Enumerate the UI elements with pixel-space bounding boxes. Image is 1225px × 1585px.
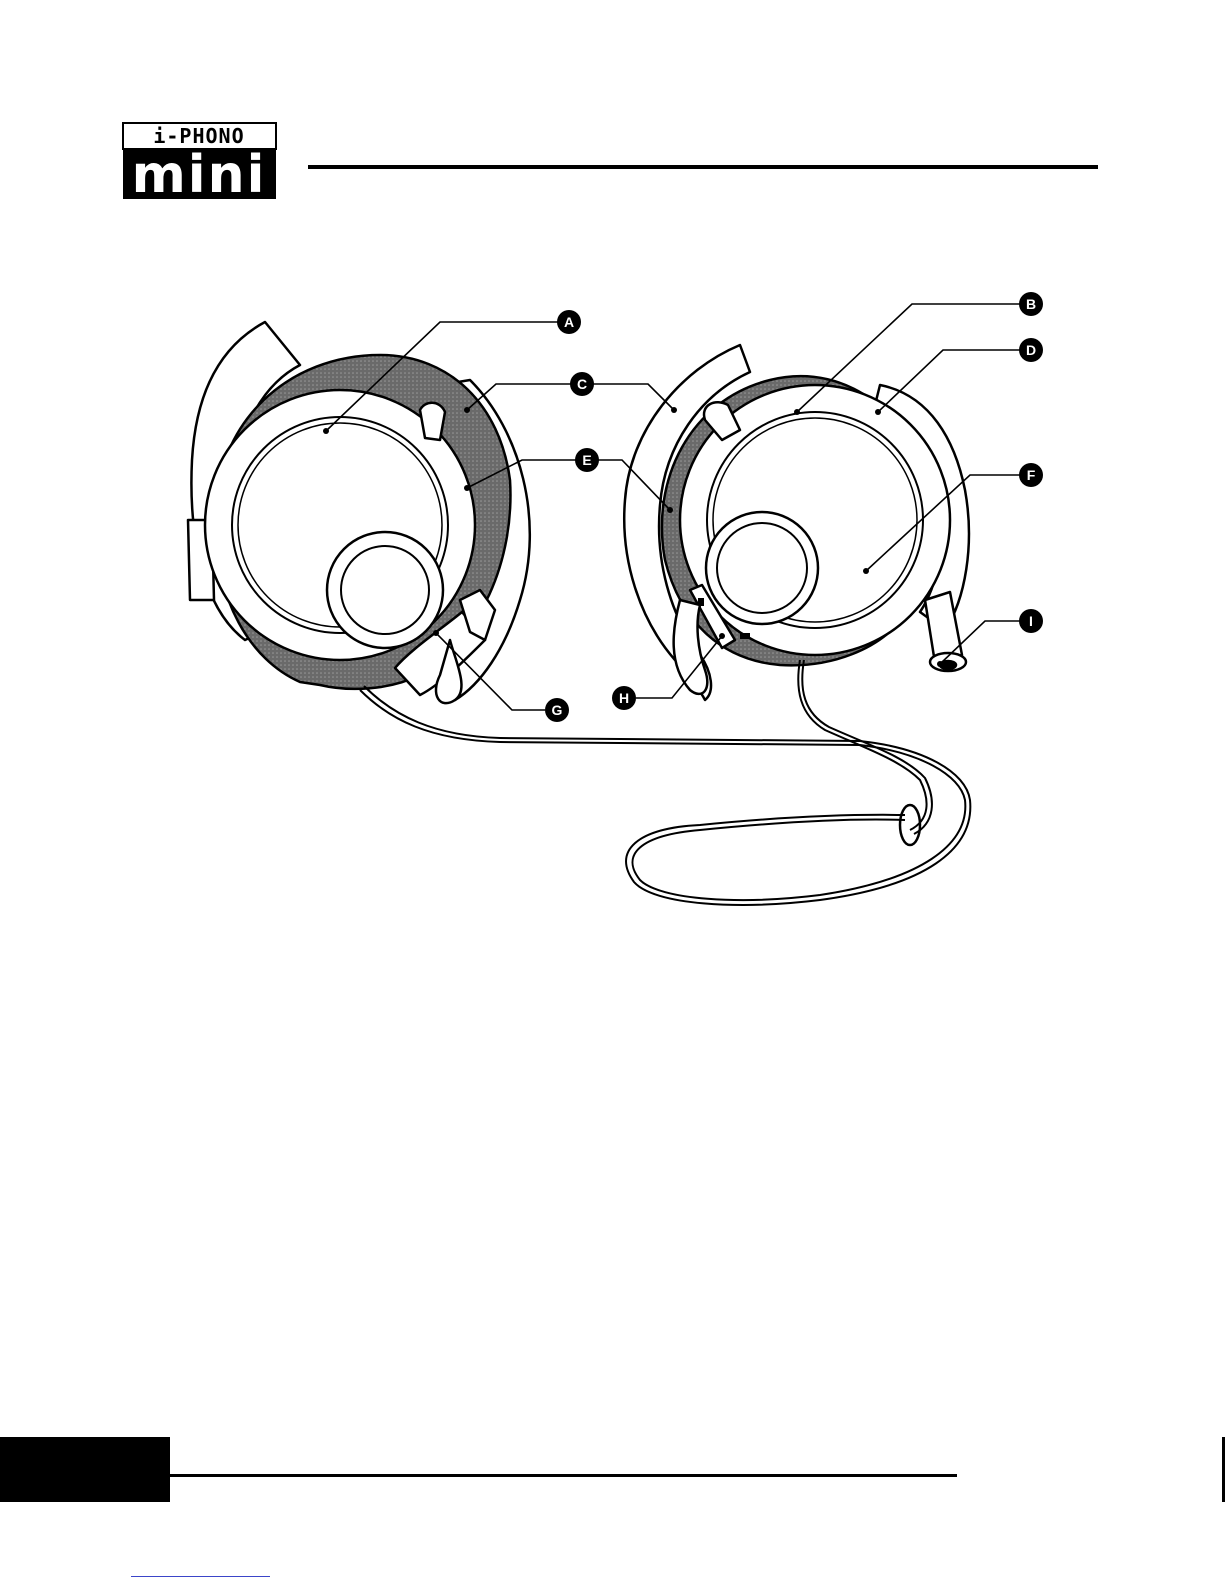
callout-h-letter: H bbox=[619, 690, 629, 706]
callout-g-letter: G bbox=[552, 702, 563, 718]
footer-rule bbox=[170, 1474, 957, 1477]
callout-g: G bbox=[545, 698, 569, 722]
callout-a: A bbox=[557, 310, 581, 334]
callout-d: D bbox=[1019, 338, 1043, 362]
callout-f-letter: F bbox=[1027, 467, 1036, 483]
callout-f: F bbox=[1019, 463, 1043, 487]
callout-e-letter: E bbox=[582, 452, 591, 468]
right-earpiece bbox=[624, 345, 969, 700]
bottom-link-underline[interactable] bbox=[131, 1576, 270, 1577]
left-earpiece bbox=[188, 322, 530, 703]
callout-c: C bbox=[570, 372, 594, 396]
callout-c-letter: C bbox=[577, 376, 587, 392]
footer-page-tab bbox=[0, 1437, 170, 1502]
callout-b-letter: B bbox=[1026, 296, 1036, 312]
callout-i-letter: I bbox=[1029, 613, 1033, 629]
callout-i: I bbox=[1019, 609, 1043, 633]
callout-e: E bbox=[575, 448, 599, 472]
callout-h: H bbox=[612, 686, 636, 710]
callout-a-letter: A bbox=[564, 314, 574, 330]
callout-b: B bbox=[1019, 292, 1043, 316]
callout-d-letter: D bbox=[1026, 342, 1036, 358]
